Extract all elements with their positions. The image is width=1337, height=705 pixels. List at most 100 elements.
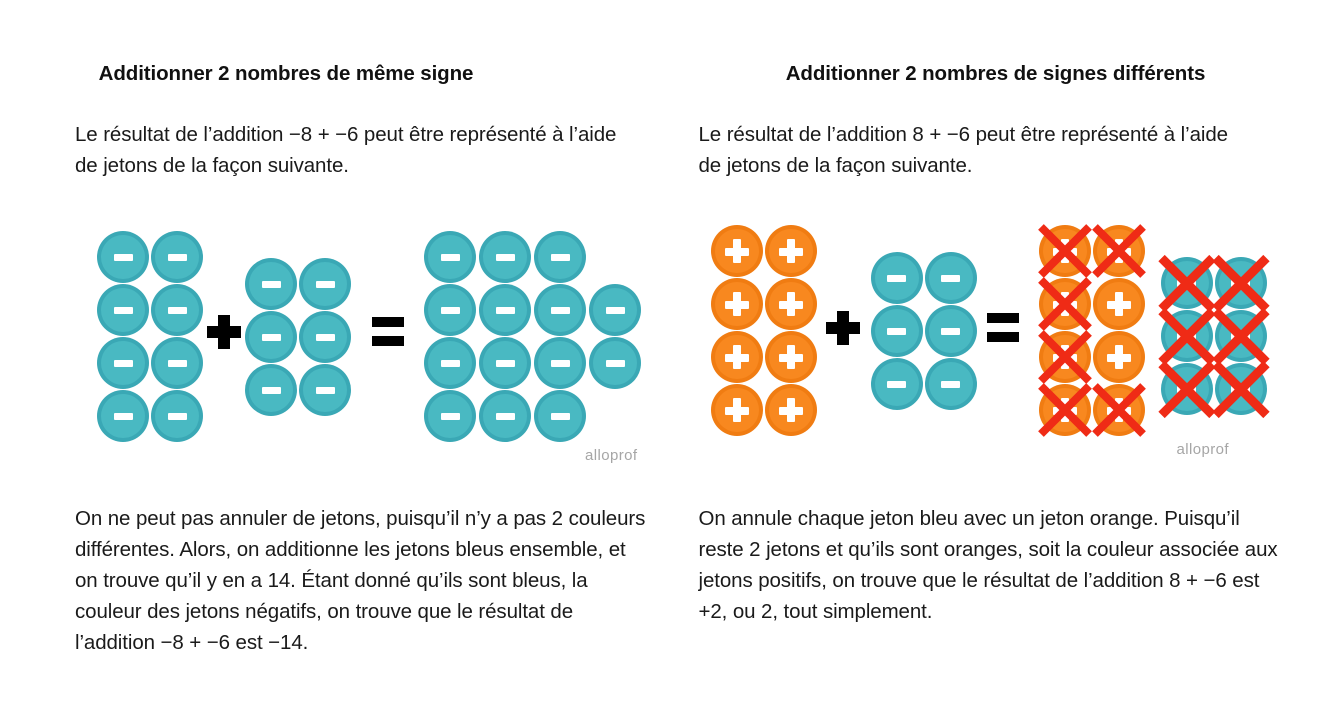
minus-icon (97, 284, 149, 336)
plus-icon (765, 384, 817, 436)
minus-icon (1161, 310, 1213, 362)
plus-icon (711, 384, 763, 436)
token-orange-plus (764, 331, 817, 383)
minus-icon (151, 231, 203, 283)
token-orange-plus-cancelled (1092, 225, 1145, 277)
minus-icon (151, 284, 203, 336)
minus-icon (1161, 257, 1213, 309)
plus-icon (711, 278, 763, 330)
token-blue-minus (151, 284, 203, 336)
token-orange-plus (764, 278, 817, 330)
minus-icon (97, 390, 149, 442)
minus-icon (589, 284, 641, 336)
token-blue-minus (870, 252, 923, 304)
column-different-signs: Additionner 2 nombres de signes différen… (669, 0, 1337, 705)
conclusion-paragraph-right: On annule chaque jeton bleu avec un jeto… (698, 507, 1278, 623)
plus-icon (1039, 384, 1091, 436)
minus-icon (97, 231, 149, 283)
token-blue-minus (924, 252, 977, 304)
minus-icon (534, 231, 586, 283)
minus-icon (245, 311, 297, 363)
page-title-right: Additionner 2 nombres de signes différen… (785, 62, 1206, 85)
minus-icon (925, 305, 977, 357)
conclusion-paragraph-left: On ne peut pas annuler de jetons, puisqu… (75, 507, 646, 654)
minus-icon (925, 358, 977, 410)
minus-icon (871, 358, 923, 410)
token-blue-minus-cancelled (1214, 363, 1267, 415)
diagram-same-sign: alloprof (75, 219, 665, 469)
token-blue-minus (299, 258, 351, 310)
token-orange-plus (710, 225, 763, 277)
token-blue-minus (924, 358, 977, 410)
token-blue-minus (870, 358, 923, 410)
plus-icon (1039, 331, 1091, 383)
minus-icon (245, 364, 297, 416)
operator-equals-icon (986, 313, 1019, 343)
minus-icon (534, 284, 586, 336)
token-blue-minus (534, 390, 586, 442)
minus-icon (424, 231, 476, 283)
token-orange-plus (710, 384, 763, 436)
plus-icon (765, 225, 817, 277)
token-blue-minus (424, 284, 476, 336)
token-orange-plus-remaining (1092, 278, 1145, 330)
minus-icon (479, 284, 531, 336)
token-blue-minus-cancelled (1160, 257, 1213, 309)
token-orange-plus (764, 384, 817, 436)
minus-icon (1215, 257, 1267, 309)
column-same-sign: Additionner 2 nombres de même signe Le r… (75, 62, 665, 654)
token-blue-minus (245, 258, 297, 310)
watermark-left: alloprof (585, 447, 638, 464)
token-blue-minus (589, 337, 641, 389)
plus-icon (765, 331, 817, 383)
minus-icon (424, 284, 476, 336)
minus-icon (1161, 363, 1213, 415)
token-blue-minus-cancelled (1160, 310, 1213, 362)
token-orange-plus-cancelled (1038, 331, 1091, 383)
token-blue-minus (245, 364, 297, 416)
token-orange-plus-cancelled (1038, 384, 1091, 436)
minus-icon (1215, 363, 1267, 415)
token-blue-minus (151, 231, 203, 283)
token-blue-minus (479, 390, 531, 442)
plus-icon (711, 225, 763, 277)
minus-icon (1215, 310, 1267, 362)
plus-icon (1039, 278, 1091, 330)
token-blue-minus (534, 284, 586, 336)
minus-icon (299, 364, 351, 416)
token-blue-minus (870, 305, 923, 357)
operator-plus-icon (207, 315, 241, 349)
token-blue-minus (534, 337, 586, 389)
plus-icon (1093, 331, 1145, 383)
plus-icon (711, 331, 763, 383)
minus-icon (534, 337, 586, 389)
token-orange-plus-cancelled (1038, 225, 1091, 277)
token-blue-minus (151, 337, 203, 389)
token-blue-minus (97, 337, 149, 389)
token-blue-minus (245, 311, 297, 363)
minus-icon (424, 337, 476, 389)
token-blue-minus-cancelled (1214, 257, 1267, 309)
token-orange-plus (710, 331, 763, 383)
token-blue-minus (424, 231, 476, 283)
token-blue-minus (97, 390, 149, 442)
minus-icon (871, 252, 923, 304)
token-orange-plus-cancelled (1038, 278, 1091, 330)
minus-icon (479, 231, 531, 283)
minus-icon (534, 390, 586, 442)
token-blue-minus (424, 390, 476, 442)
minus-icon (299, 258, 351, 310)
watermark-right: alloprof (1176, 441, 1229, 458)
minus-icon (299, 311, 351, 363)
minus-icon (97, 337, 149, 389)
token-blue-minus (534, 231, 586, 283)
token-blue-minus-cancelled (1214, 310, 1267, 362)
token-blue-minus (479, 337, 531, 389)
page-title-left: Additionner 2 nombres de même signe (98, 62, 474, 85)
minus-icon (925, 252, 977, 304)
minus-icon (245, 258, 297, 310)
minus-icon (479, 337, 531, 389)
operator-equals-icon (372, 317, 404, 347)
minus-icon (871, 305, 923, 357)
